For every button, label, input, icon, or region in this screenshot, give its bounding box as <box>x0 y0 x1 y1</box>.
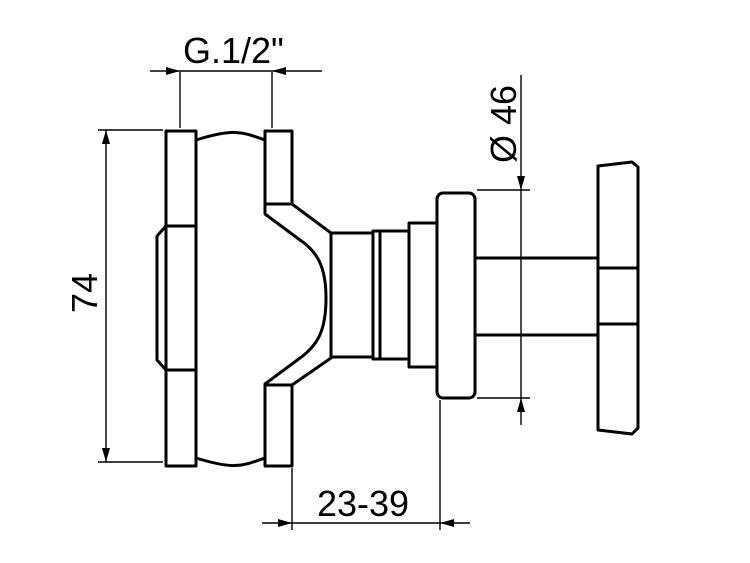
dimension-depth-label: 23-39 <box>317 483 409 524</box>
spindle <box>473 256 600 337</box>
dimension-thread: G.1/2" <box>150 30 322 128</box>
dimension-depth: 23-39 <box>262 400 470 530</box>
dimension-height-label: 74 <box>64 273 105 313</box>
valve-body <box>155 129 333 468</box>
dimension-height: 74 <box>64 129 163 463</box>
dimension-diameter-label: Ø 46 <box>483 85 524 163</box>
cross-handle <box>596 160 640 436</box>
dimension-diameter: Ø 46 <box>477 75 530 425</box>
bonnet <box>329 221 439 369</box>
dimension-thread-label: G.1/2" <box>183 30 284 71</box>
rosette <box>435 191 477 400</box>
